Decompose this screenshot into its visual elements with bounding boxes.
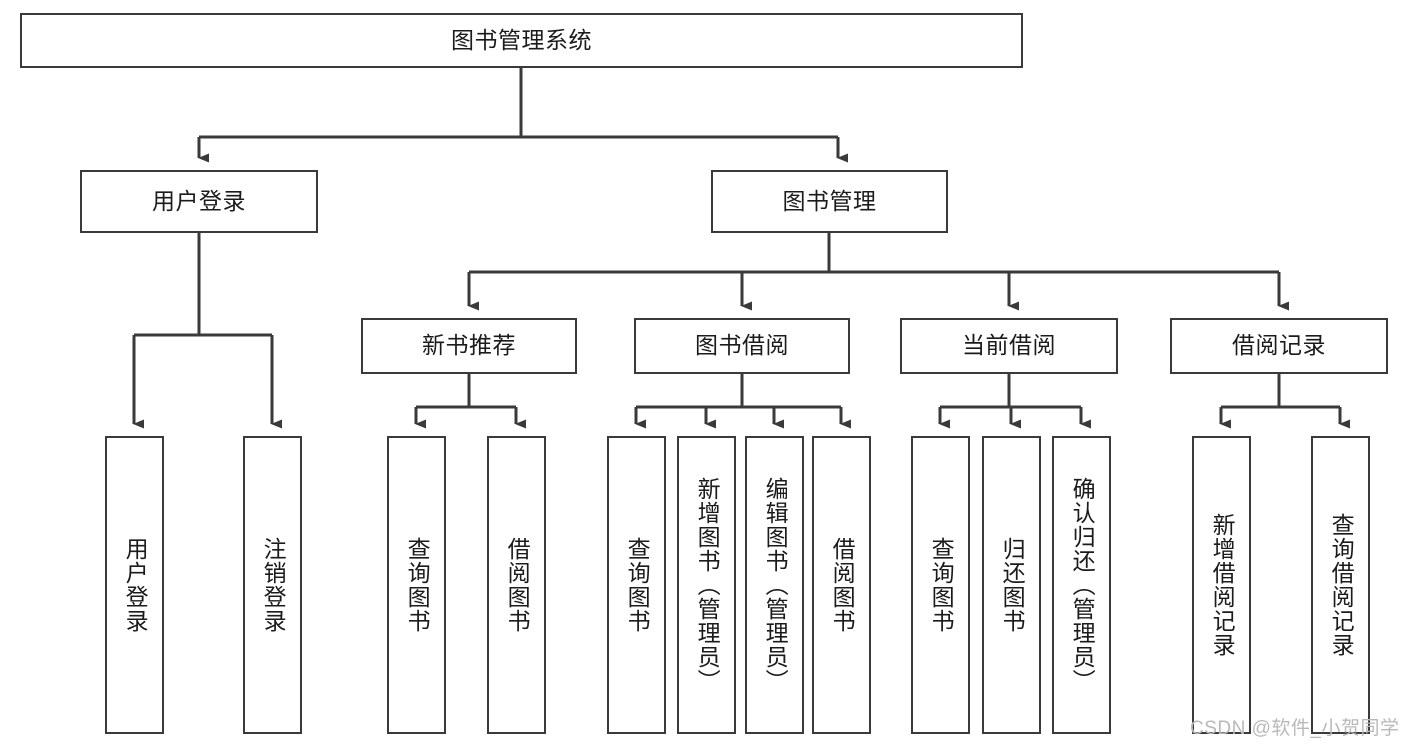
node-leaf-query-book-2[interactable]: 查询图书	[607, 436, 666, 734]
node-leaf-borrow-book-2-label: 借阅图书	[829, 537, 856, 633]
node-leaf-query-record[interactable]: 查询借阅记录	[1311, 436, 1370, 734]
node-leaf-query-book-3-label: 查询图书	[928, 537, 955, 633]
node-borrow-record-label: 借阅记录	[1232, 332, 1326, 359]
node-leaf-add-book-label: 新增图书（管理员）	[694, 477, 721, 693]
node-leaf-borrow-book-1-label: 借阅图书	[504, 537, 531, 633]
node-borrow-record[interactable]: 借阅记录	[1170, 318, 1388, 374]
node-leaf-query-book-1-label: 查询图书	[404, 537, 431, 633]
node-leaf-query-book-3[interactable]: 查询图书	[911, 436, 970, 734]
node-leaf-edit-book-label: 编辑图书（管理员）	[762, 477, 789, 693]
node-leaf-confirm-return-label: 确认归还（管理员）	[1069, 477, 1096, 693]
node-leaf-query-record-label: 查询借阅记录	[1328, 513, 1355, 657]
node-leaf-confirm-return[interactable]: 确认归还（管理员）	[1052, 436, 1111, 734]
node-leaf-add-book[interactable]: 新增图书（管理员）	[677, 436, 736, 734]
node-leaf-user-login-label: 用户登录	[122, 537, 149, 633]
node-current-borrow[interactable]: 当前借阅	[900, 318, 1118, 374]
node-leaf-add-record[interactable]: 新增借阅记录	[1192, 436, 1251, 734]
node-leaf-user-logout-label: 注销登录	[260, 537, 287, 633]
node-book-borrow[interactable]: 图书借阅	[634, 318, 850, 374]
node-leaf-edit-book[interactable]: 编辑图书（管理员）	[745, 436, 804, 734]
node-user-login[interactable]: 用户登录	[80, 170, 318, 233]
node-leaf-return-book[interactable]: 归还图书	[982, 436, 1041, 734]
node-new-book-recommend[interactable]: 新书推荐	[361, 318, 577, 374]
node-leaf-add-record-label: 新增借阅记录	[1209, 513, 1236, 657]
node-current-borrow-label: 当前借阅	[962, 332, 1056, 359]
node-leaf-return-book-label: 归还图书	[999, 537, 1026, 633]
node-leaf-user-login[interactable]: 用户登录	[105, 436, 164, 734]
node-leaf-borrow-book-2[interactable]: 借阅图书	[812, 436, 871, 734]
node-root-label: 图书管理系统	[451, 26, 592, 53]
node-book-manage[interactable]: 图书管理	[711, 170, 948, 233]
node-leaf-query-book-2-label: 查询图书	[624, 537, 651, 633]
node-book-borrow-label: 图书借阅	[695, 332, 789, 359]
node-root[interactable]: 图书管理系统	[20, 13, 1023, 68]
node-leaf-query-book-1[interactable]: 查询图书	[387, 436, 446, 734]
node-leaf-user-logout[interactable]: 注销登录	[243, 436, 302, 734]
node-new-book-recommend-label: 新书推荐	[422, 332, 516, 359]
node-leaf-borrow-book-1[interactable]: 借阅图书	[487, 436, 546, 734]
node-book-manage-label: 图书管理	[782, 187, 877, 214]
watermark-csdn: CSDN @软件_小贺同学	[1190, 718, 1400, 739]
node-user-login-label: 用户登录	[152, 187, 246, 214]
